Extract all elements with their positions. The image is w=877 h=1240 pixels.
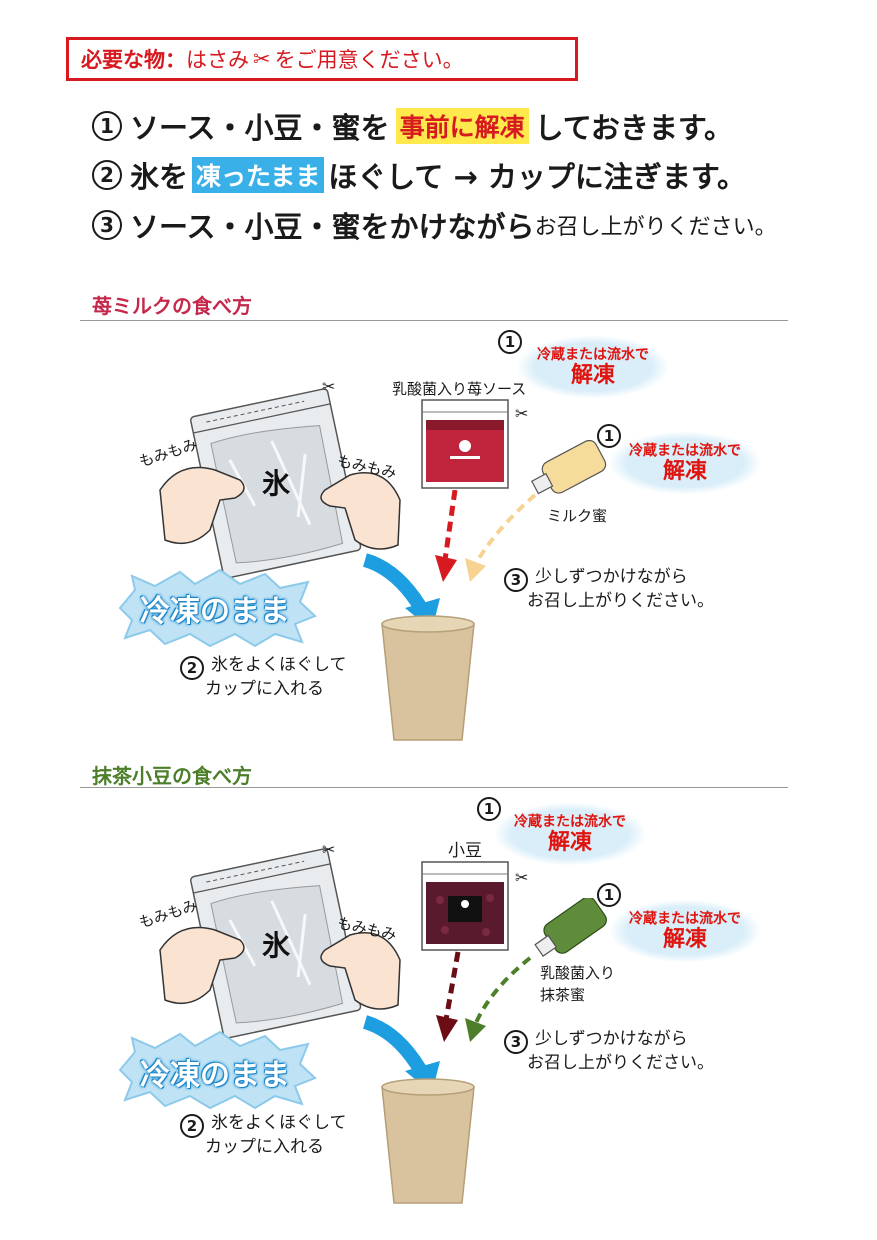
step3-line1: 少しずつかけながら [535,1029,688,1049]
required-items-label: 必要な物： [81,48,186,72]
frozen-text: 冷凍のまま [140,594,290,629]
thaw-callout-sauce: 冷蔵または流水で 解凍 [518,336,668,398]
section-title-strawberry: 苺ミルクの食べ方 [92,294,252,318]
scissors-icon: ✂ [515,868,529,887]
honey-label-1: 乳酸菌入り [540,964,616,982]
ice-bag-illustration [159,388,401,579]
milk-honey-bottle [530,440,607,495]
thaw-callout-sauce: 冷蔵または流水で 解凍 [495,803,645,865]
step2-number: 2 [180,1114,204,1138]
step-text: しておきます。 [534,111,733,145]
thaw-line2: 解凍 [547,830,592,855]
pour-arrows [362,951,532,1093]
required-items-box: 必要な物： はさみ ✂ をご用意ください。 [66,37,578,81]
thaw-line1: 冷蔵または流水で [629,911,741,927]
sauce-label: 小豆 [448,841,482,861]
thaw-callout-honey: 冷蔵または流水で 解凍 [610,432,760,494]
thaw-line2: 解凍 [662,459,707,484]
sauce-label: 乳酸菌入り苺ソース [392,380,527,398]
step-1: 1 ソース・小豆・蜜を 事前に解凍 しておきます。 [92,104,733,148]
azuki-pack [421,861,509,951]
thaw-callout-honey: 冷蔵または流水で 解凍 [610,900,760,962]
step-number: 2 [92,160,122,190]
step-highlight: 事前に解凍 [395,108,529,144]
thaw-line1: 冷蔵または流水で [514,814,626,830]
ice-bag-illustration [159,848,401,1039]
scissors-icon: ✂ [322,377,336,396]
step-highlight: 凍ったまま [192,157,325,193]
step-text: ほぐして → カップに注ぎます。 [328,160,747,194]
thaw-line2: 解凍 [570,363,615,388]
step-number: 1 [92,111,122,141]
step3-line2: お召し上がりください。 [527,591,714,611]
step3-line1: 少しずつかけながら [535,567,688,587]
step3-line2: お召し上がりください。 [527,1053,714,1073]
thaw-line2: 解凍 [662,927,707,952]
step-2: 2 氷を 凍ったまま ほぐして → カップに注ぎます。 [92,153,746,197]
scissors-icon: ✂ [253,47,271,71]
honey-label-2: 抹茶蜜 [540,986,586,1004]
scissors-icon: ✂ [515,404,529,423]
step2-line2: カップに入れる [205,1137,324,1157]
step2-number: 2 [180,656,204,680]
cup-illustration [381,615,475,741]
step-text-small: お召し上がりください。 [534,215,777,240]
strawberry-sauce-pack [421,399,509,489]
frozen-burst [118,1030,317,1110]
step-text: ソース・小豆・蜜をかけながら [130,210,535,244]
required-items-text-a: はさみ [186,48,249,72]
step-3: 3 ソース・小豆・蜜をかけながら お召し上がりください。 [92,203,777,247]
step3-number: 3 [504,1030,528,1054]
frozen-text: 冷凍のまま [140,1058,290,1093]
step2-line1: 氷をよくほぐして [211,655,347,675]
matcha-honey-bottle [534,898,607,957]
required-items-text-b: をご用意ください。 [274,48,464,72]
ice-label: 氷 [262,929,291,962]
step2-line1: 氷をよくほぐして [211,1113,347,1133]
step-text: 氷を [130,160,189,194]
section-title-matcha: 抹茶小豆の食べ方 [92,764,252,788]
cup-illustration [381,1078,475,1204]
scissors-icon: ✂ [322,840,336,859]
frozen-burst [118,568,317,648]
thaw-line1: 冷蔵または流水で [629,443,741,459]
honey-label: ミルク蜜 [547,507,608,525]
step3-number: 3 [504,568,528,592]
thaw-line1: 冷蔵または流水で [537,347,649,363]
ice-label: 氷 [262,467,291,500]
section-divider [80,320,788,321]
step2-line2: カップに入れる [205,679,324,699]
section-divider [80,787,788,788]
step-text: ソース・小豆・蜜を [130,111,390,145]
step-number: 3 [92,210,122,240]
